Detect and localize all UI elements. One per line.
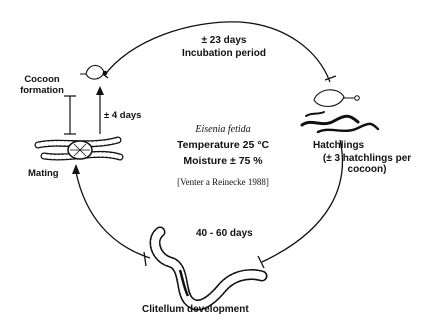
incubation-days-label: ± 23 days xyxy=(174,35,274,46)
hatchling-worms-illustration xyxy=(302,112,378,132)
clitellum-days-label: 40 - 60 days xyxy=(196,228,253,239)
mating-worms-illustration xyxy=(38,140,120,159)
hatchlings-note-label: (± 3 hatchlings per cocoon) xyxy=(306,153,428,175)
arrowhead-to-mating xyxy=(72,164,80,174)
reference-label: [Venter a Reinecke 1988] xyxy=(150,177,296,188)
bar-start-maturation xyxy=(144,252,146,266)
bar-end-incubation xyxy=(325,76,336,80)
cycle-arrow-maturation xyxy=(76,172,150,258)
cocoon-formation-label: Cocoon formation xyxy=(14,74,70,96)
species-label: Eisenia fetida xyxy=(168,124,278,135)
mating-label: Mating xyxy=(28,168,59,179)
hatchling-cocoon-illustration xyxy=(314,90,359,107)
arrowhead-to-cocoon xyxy=(96,86,104,95)
hatchlings-label: Hatchlings xyxy=(313,140,364,151)
temperature-label: Temperature 25 °C xyxy=(160,140,286,151)
clitellum-development-label: Clitellum development xyxy=(142,304,249,315)
cocoon-illustration xyxy=(80,65,107,79)
mating-interval-label: ± 4 days xyxy=(104,110,141,121)
moisture-label: Moisture ± 75 % xyxy=(160,156,286,167)
incubation-period-label: Incubation period xyxy=(164,48,284,59)
adult-worm-illustration xyxy=(155,232,262,305)
